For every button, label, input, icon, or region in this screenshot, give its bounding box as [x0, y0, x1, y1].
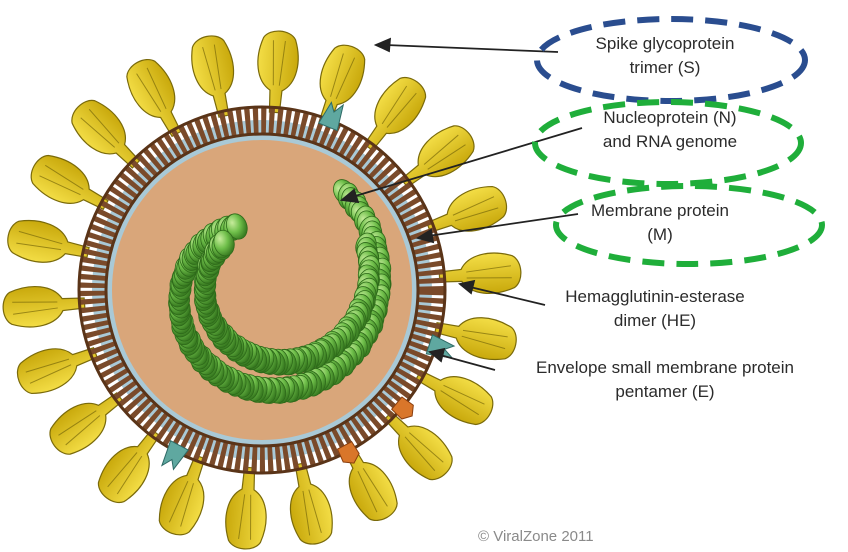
spike-glycoprotein-icon — [4, 216, 92, 272]
arrow-spike — [386, 45, 558, 52]
label-hemagglutinin-esterase: Hemagglutinin-esterase dimer (HE) — [540, 285, 770, 333]
label-spike-line2: trimer (S) — [560, 56, 770, 80]
label-membrane-line1: Membrane protein — [560, 199, 760, 223]
label-he-line2: dimer (HE) — [540, 309, 770, 333]
spike-glycoprotein-icon — [281, 460, 338, 548]
spike-glycoprotein-icon — [409, 357, 500, 431]
spike-glycoprotein-icon — [254, 30, 300, 114]
label-nucleoprotein: Nucleoprotein (N) and RNA genome — [560, 106, 780, 154]
label-membrane-protein: Membrane protein (M) — [560, 199, 760, 247]
arrow-he-head — [460, 281, 474, 293]
label-nucleoprotein-line2: and RNA genome — [560, 130, 780, 154]
arrow-spike-head — [376, 39, 390, 51]
spike-glycoprotein-icon — [374, 401, 460, 487]
spike-glycoprotein-icon — [2, 283, 86, 329]
copyright-text: © ViralZone 2011 — [478, 528, 594, 545]
label-envelope-line1: Envelope small membrane protein — [490, 356, 840, 380]
spike-glycoprotein-icon — [224, 466, 270, 550]
label-envelope-protein: Envelope small membrane protein pentamer… — [490, 356, 840, 404]
label-spike-line1: Spike glycoprotein — [560, 32, 770, 56]
label-nucleoprotein-line1: Nucleoprotein (N) — [560, 106, 780, 130]
spike-glycoprotein-icon — [187, 32, 244, 120]
label-membrane-line2: (M) — [560, 223, 760, 247]
label-he-line1: Hemagglutinin-esterase — [540, 285, 770, 309]
label-spike-glycoprotein: Spike glycoprotein trimer (S) — [560, 32, 770, 80]
label-envelope-line2: pentamer (E) — [490, 380, 840, 404]
